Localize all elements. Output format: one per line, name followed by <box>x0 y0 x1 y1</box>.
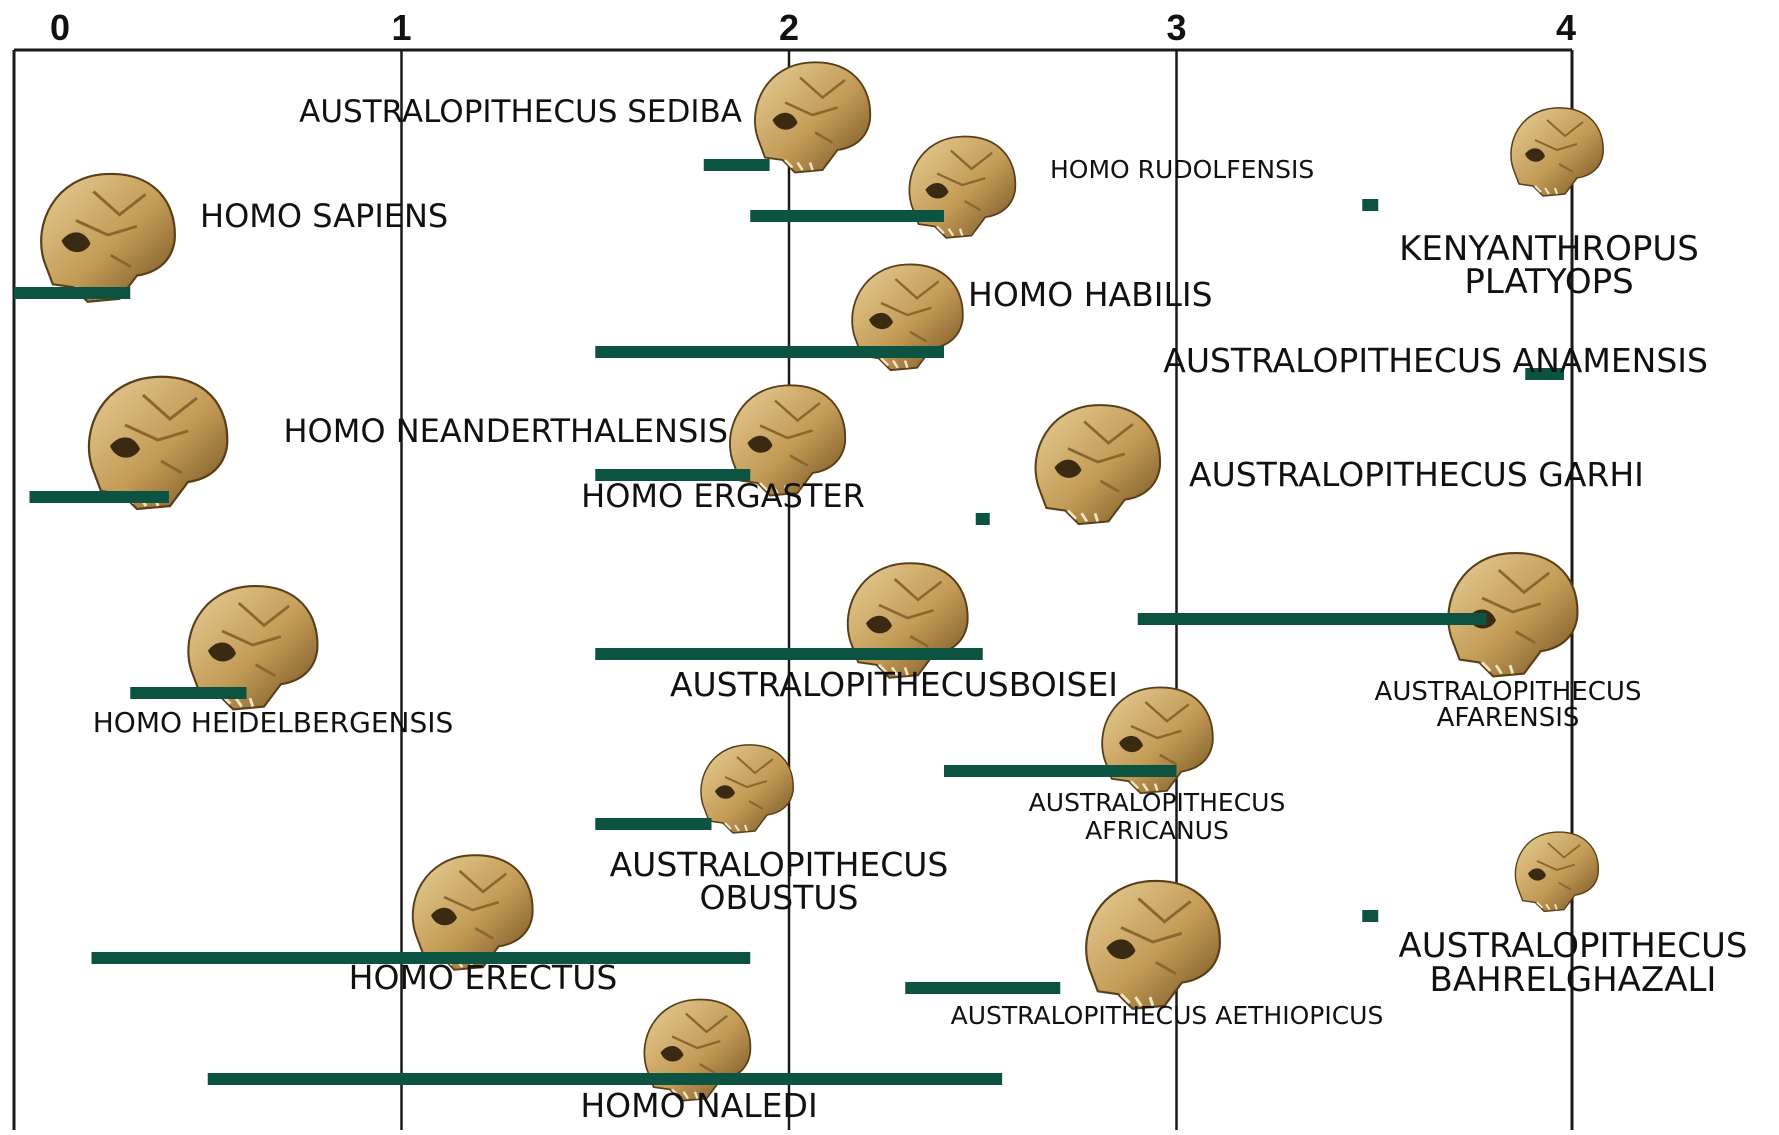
skull-icon <box>89 377 227 509</box>
skull-icon <box>701 745 793 833</box>
range-bar <box>750 210 944 222</box>
skull-icon <box>1036 405 1160 524</box>
skull-icon <box>41 174 175 302</box>
species-label: AFRICANUS <box>1085 816 1229 845</box>
species-label: AUSTRALOPITHECUS SEDIBA <box>299 94 742 130</box>
species-label: HOMO HABILIS <box>968 275 1213 314</box>
range-bar <box>208 1073 1002 1085</box>
species-label: BAHRELGHAZALI <box>1430 960 1717 1000</box>
x-tick-label: 0 <box>50 7 70 48</box>
skull-icon <box>1086 881 1220 1009</box>
x-tick-label: 2 <box>779 7 799 48</box>
species-label: PLATYOPS <box>1464 262 1633 302</box>
species-label: AUSTRALOPITHECUSBOISEI <box>670 665 1118 704</box>
species-label: AFARENSIS <box>1437 703 1580 733</box>
species-label: HOMO ERECTUS <box>349 958 618 997</box>
range-bar <box>1362 910 1378 922</box>
x-tick-label: 3 <box>1166 7 1186 48</box>
range-bar <box>976 513 990 525</box>
species-label: HOMO ERGASTER <box>581 477 865 515</box>
skull-icon <box>1515 832 1598 911</box>
range-bar <box>130 687 246 699</box>
species-label: HOMO RUDOLFENSIS <box>1050 155 1314 184</box>
species-label: AUSTRALOPITHECUS GARHI <box>1189 455 1644 494</box>
range-bar <box>1362 199 1378 211</box>
species-label: HOMO NALEDI <box>580 1086 817 1125</box>
species-label: OBUSTUS <box>700 878 859 917</box>
skull-icon <box>755 62 870 172</box>
species-label: HOMO HEIDELBERGENSIS <box>93 706 454 739</box>
range-bar <box>595 346 944 358</box>
skull-icon <box>1511 108 1603 196</box>
skull-icon <box>909 137 1015 238</box>
species-label: AUSTRALOPITHECUS AETHIOPICUS <box>951 1001 1384 1030</box>
range-bar <box>905 982 1060 994</box>
range-bar <box>704 159 770 171</box>
range-bar <box>595 818 711 830</box>
skull-icon <box>1102 687 1213 793</box>
range-bar <box>1138 613 1487 625</box>
range-bar <box>944 765 1177 777</box>
range-bar <box>595 648 983 660</box>
range-bar <box>14 287 130 299</box>
species-label: AUSTRALOPITHECUS ANAMENSIS <box>1163 341 1708 380</box>
species-label: AUSTRALOPITHECUS <box>1029 788 1286 817</box>
x-tick-label: 1 <box>391 7 411 48</box>
x-tick-label: 4 <box>1556 7 1576 48</box>
skull-icon <box>848 563 968 678</box>
species-label: HOMO NEANDERTHALENSIS <box>283 412 728 450</box>
range-bar <box>30 491 170 503</box>
species-label: HOMO SAPIENS <box>200 197 448 235</box>
